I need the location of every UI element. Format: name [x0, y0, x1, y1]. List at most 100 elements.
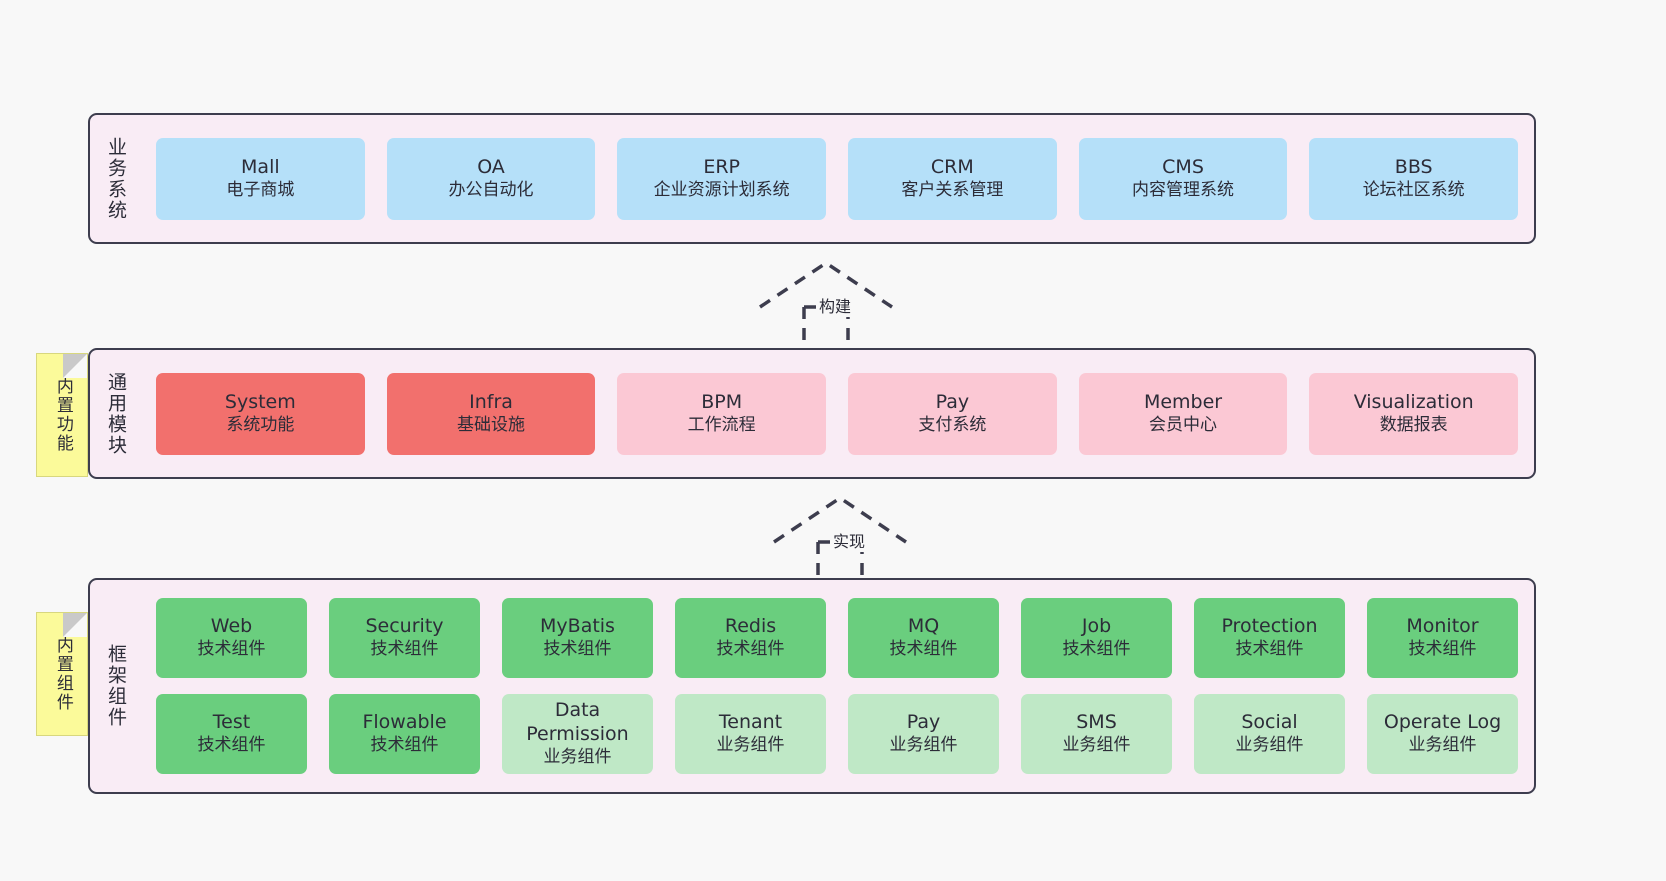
card-subtitle: 工作流程	[687, 414, 756, 435]
card-member[interactable]: Member 会员中心	[1078, 372, 1288, 455]
card-oa[interactable]: OA 办公自动化	[386, 137, 596, 220]
card-subtitle: 技术组件	[1062, 639, 1131, 660]
card-operate-log[interactable]: Operate Log 业务组件	[1367, 694, 1518, 774]
card-subtitle: 技术组件	[370, 639, 439, 660]
card-title: OA	[477, 155, 505, 178]
build-arrow-label: 构建	[816, 293, 855, 317]
card-redis[interactable]: Redis 技术组件	[675, 598, 826, 678]
card-subtitle: 技术组件	[1235, 639, 1304, 660]
card-title: Web	[210, 615, 253, 638]
card-subtitle: 业务组件	[1408, 735, 1477, 756]
common-modules-row: System 系统功能 Infra 基础设施 BPM 工作流程 Pay 支付系统…	[156, 372, 1519, 455]
card-title: Tenant	[718, 711, 783, 734]
card-title: Member	[1143, 390, 1223, 413]
card-title: BBS	[1394, 155, 1433, 178]
card-subtitle: 数据报表	[1379, 414, 1448, 435]
card-subtitle: 客户关系管理	[901, 179, 1004, 200]
card-bpm[interactable]: BPM 工作流程	[617, 372, 827, 455]
card-subtitle: 论坛社区系统	[1362, 179, 1465, 200]
common-modules-label: 通用模块	[104, 371, 127, 456]
card-subtitle: 技术组件	[197, 639, 266, 660]
card-subtitle: 业务组件	[1235, 735, 1304, 756]
card-subtitle: 技术组件	[1408, 639, 1477, 660]
card-social[interactable]: Social 业务组件	[1194, 694, 1345, 774]
builtin-functions-note-label: 内置功能	[52, 377, 73, 453]
card-title: Protection	[1221, 615, 1318, 638]
card-title: MQ	[907, 615, 940, 638]
card-subtitle: 技术组件	[197, 735, 266, 756]
card-erp[interactable]: ERP 企业资源计划系统	[617, 137, 827, 220]
card-security[interactable]: Security 技术组件	[329, 598, 480, 678]
card-mall[interactable]: Mall 电子商城	[156, 137, 365, 220]
card-subtitle: 会员中心	[1149, 414, 1218, 435]
card-subtitle: 系统功能	[226, 414, 295, 435]
card-subtitle: 技术组件	[543, 639, 612, 660]
card-title: Mall	[241, 155, 280, 178]
card-subtitle: 业务组件	[1062, 735, 1131, 756]
card-subtitle: 业务组件	[716, 735, 785, 756]
card-visualization[interactable]: Visualization 数据报表	[1309, 372, 1519, 455]
card-title: SMS	[1076, 711, 1117, 734]
business-systems-body: Mall 电子商城 OA 办公自动化 ERP 企业资源计划系统 CRM 客户关系…	[140, 115, 1534, 242]
card-protection[interactable]: Protection 技术组件	[1194, 598, 1345, 678]
card-title: Flowable	[362, 711, 447, 734]
card-title: Pay	[935, 390, 970, 413]
card-mybatis[interactable]: MyBatis 技术组件	[502, 598, 653, 678]
card-job[interactable]: Job 技术组件	[1021, 598, 1172, 678]
card-title: Test	[212, 711, 251, 734]
business-systems-label: 业务系统	[104, 136, 127, 221]
card-subtitle: 技术组件	[716, 639, 785, 660]
card-title: ERP	[703, 155, 741, 178]
card-subtitle: 业务组件	[889, 735, 958, 756]
common-modules-panel: 通用模块 System 系统功能 Infra 基础设施 BPM 工作流程 Pay…	[88, 348, 1536, 479]
implement-arrow-label: 实现	[830, 528, 869, 552]
card-test[interactable]: Test 技术组件	[156, 694, 307, 774]
card-title: Operate Log	[1383, 711, 1502, 734]
implement-arrow: 实现	[770, 492, 920, 578]
card-monitor[interactable]: Monitor 技术组件	[1367, 598, 1518, 678]
card-system[interactable]: System 系统功能	[156, 372, 365, 455]
card-title: BPM	[701, 390, 743, 413]
card-infra[interactable]: Infra 基础设施	[386, 372, 596, 455]
framework-components-panel: 框架组件 Web 技术组件 Security 技术组件 MyBatis 技术组件…	[88, 578, 1536, 794]
build-arrow: 构建	[756, 257, 906, 343]
card-tenant[interactable]: Tenant 业务组件	[675, 694, 826, 774]
card-title: Visualization	[1353, 390, 1474, 413]
card-subtitle: 业务组件	[543, 747, 612, 768]
card-title: Social	[1241, 711, 1298, 734]
builtin-components-note-label: 内置组件	[52, 636, 73, 712]
card-flowable[interactable]: Flowable 技术组件	[329, 694, 480, 774]
card-title: CMS	[1162, 155, 1204, 178]
card-pay-module[interactable]: Pay 支付系统	[848, 372, 1057, 455]
card-mq[interactable]: MQ 技术组件	[848, 598, 999, 678]
card-subtitle: 技术组件	[370, 735, 439, 756]
card-title: Pay	[906, 711, 941, 734]
business-systems-row: Mall 电子商城 OA 办公自动化 ERP 企业资源计划系统 CRM 客户关系…	[156, 137, 1519, 220]
card-data-permission[interactable]: Data Permission 业务组件	[502, 694, 653, 774]
card-subtitle: 内容管理系统	[1132, 179, 1235, 200]
card-subtitle: 基础设施	[457, 414, 525, 435]
card-cms[interactable]: CMS 内容管理系统	[1078, 137, 1288, 220]
card-subtitle: 办公自动化	[448, 179, 534, 200]
card-title: MyBatis	[540, 615, 615, 638]
card-web[interactable]: Web 技术组件	[156, 598, 307, 678]
common-modules-body: System 系统功能 Infra 基础设施 BPM 工作流程 Pay 支付系统…	[140, 350, 1534, 477]
card-bbs[interactable]: BBS 论坛社区系统	[1309, 137, 1519, 220]
card-subtitle: 企业资源计划系统	[653, 179, 790, 200]
card-title: CRM	[930, 155, 974, 178]
card-subtitle: 技术组件	[889, 639, 958, 660]
card-title: Security	[365, 615, 444, 638]
card-title: System	[224, 390, 296, 413]
framework-components-label: 框架组件	[104, 644, 127, 728]
card-subtitle: 电子商城	[226, 179, 295, 200]
framework-components-body: Web 技术组件 Security 技术组件 MyBatis 技术组件 Redi…	[140, 580, 1534, 792]
builtin-functions-note: 内置功能	[36, 353, 88, 477]
card-sms[interactable]: SMS 业务组件	[1021, 694, 1172, 774]
card-pay-component[interactable]: Pay 业务组件	[848, 694, 999, 774]
card-title: Job	[1081, 615, 1112, 638]
framework-row-business: Test 技术组件 Flowable 技术组件 Data Permission …	[156, 694, 1518, 774]
card-crm[interactable]: CRM 客户关系管理	[848, 137, 1057, 220]
business-systems-panel: 业务系统 Mall 电子商城 OA 办公自动化 ERP 企业资源计划系统 CRM…	[88, 113, 1536, 244]
card-title: Data Permission	[526, 699, 629, 746]
